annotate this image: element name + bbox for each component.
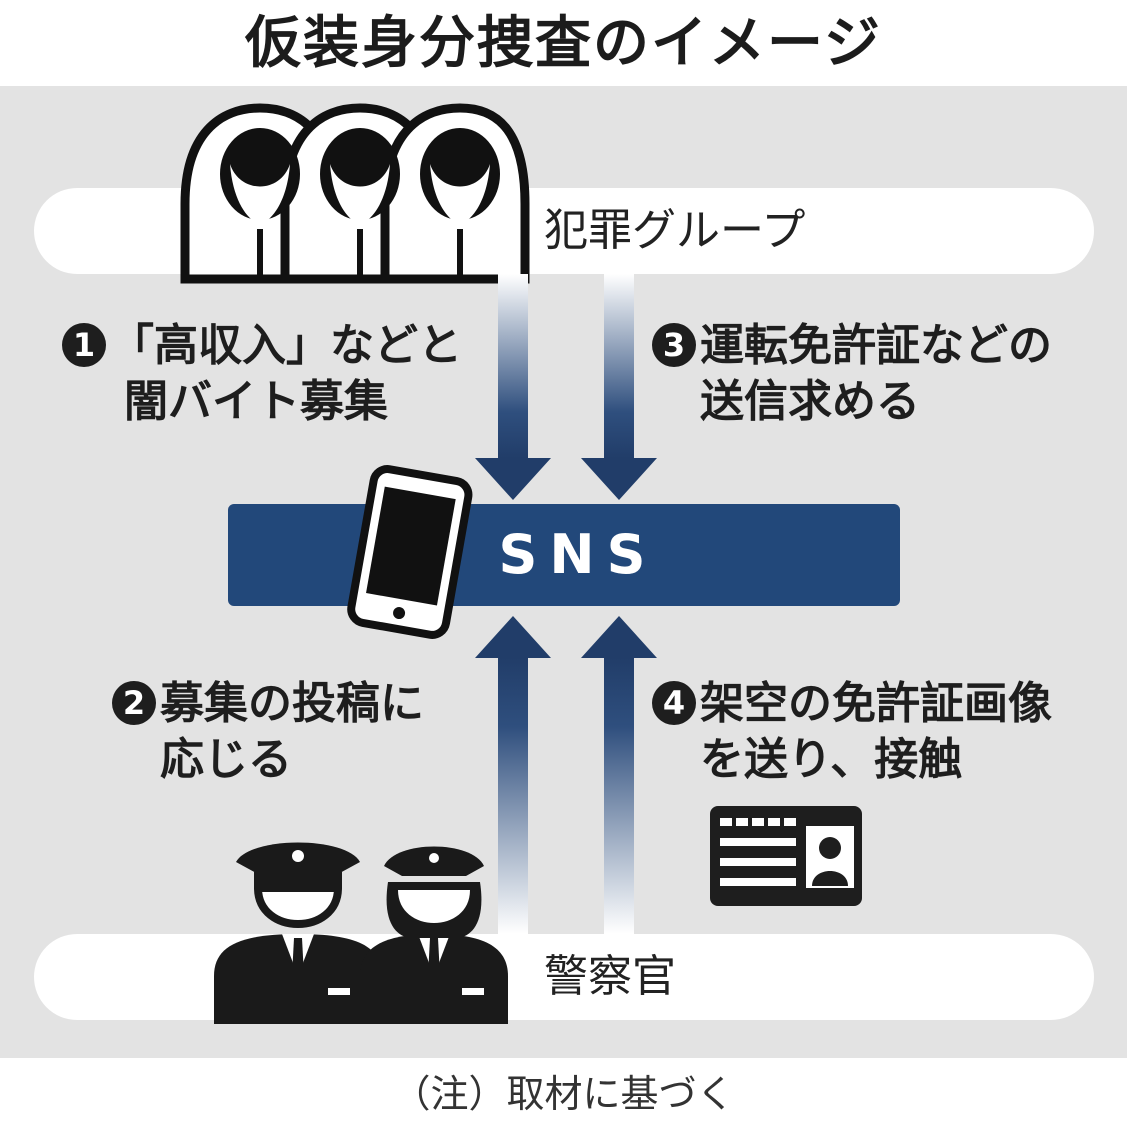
hooded-figure-icon	[180, 103, 530, 284]
step-1: 1「高収入」などと 闇バイト募集	[62, 318, 462, 430]
step-1-line1: 「高収入」などと	[110, 320, 462, 371]
step-4-line2: を送り、接触	[700, 734, 963, 785]
step-1-line2: 闇バイト募集	[124, 376, 388, 427]
arrow-up-right-stem	[604, 658, 634, 934]
step-2-line2: 応じる	[160, 734, 292, 785]
arrow-up-left-head	[475, 616, 551, 658]
step-4-line1: 架空の免許証画像	[700, 678, 1052, 729]
arrow-up-right-head	[581, 616, 657, 658]
arrow-down-left-head	[475, 458, 551, 500]
arrow-down-left-stem	[498, 274, 528, 458]
sns-label: SNS	[498, 523, 658, 586]
step-number-2: 2	[112, 681, 156, 725]
criminal-group-label: 犯罪グループ	[544, 205, 806, 256]
police-band: 警察官	[34, 934, 1094, 1020]
step-number-1: 1	[62, 323, 106, 367]
police-label: 警察官	[544, 951, 676, 1002]
step-2-line1: 募集の投稿に	[160, 678, 424, 729]
diagram-panel: 犯罪グループ 1「高収入」などと 闇バイト募集	[0, 86, 1127, 1058]
sns-bar: SNS	[228, 504, 900, 606]
footnote: （注）取材に基づく	[392, 1072, 735, 1116]
arrow-down-right-stem	[604, 274, 634, 458]
step-3-line1: 運転免許証などの	[700, 320, 1052, 371]
arrow-up-left-stem	[498, 658, 528, 934]
page-title: 仮装身分捜査のイメージ	[245, 11, 882, 76]
smartphone-icon	[347, 465, 473, 639]
police-officer-icon	[214, 842, 508, 1024]
arrow-down-right-head	[581, 458, 657, 500]
id-card-icon	[710, 806, 862, 906]
step-3-line2: 送信求める	[700, 376, 920, 427]
step-number-3: 3	[652, 323, 696, 367]
step-number-4: 4	[652, 681, 696, 725]
